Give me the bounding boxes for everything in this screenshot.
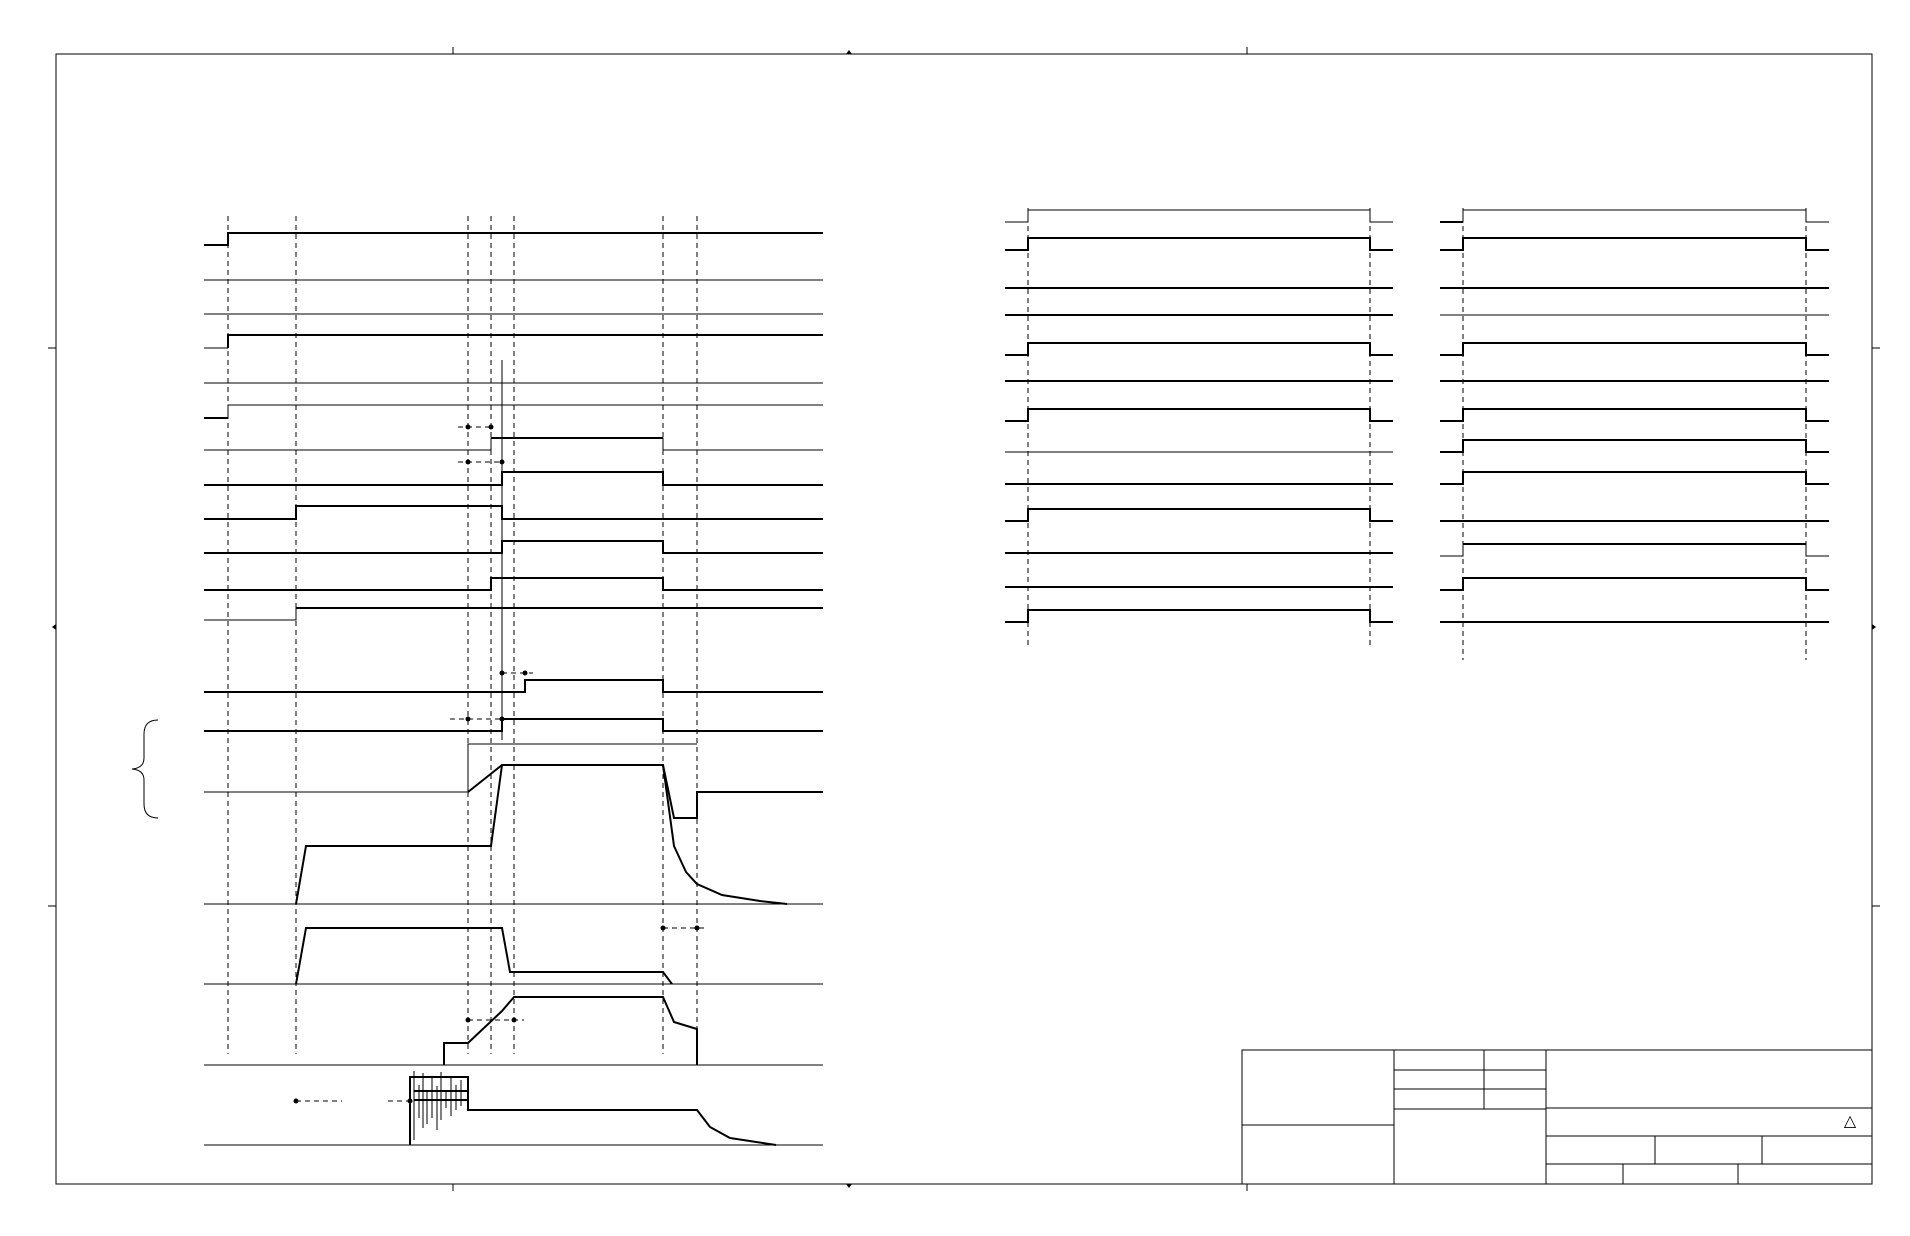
border-rectangle — [56, 54, 1872, 1184]
panel-a-markers — [1028, 208, 1370, 648]
panel-b-trace-12 — [1440, 578, 1829, 590]
dimension-dot — [465, 424, 471, 430]
analog-wave-3 — [444, 997, 697, 1065]
analog-wave-1 — [296, 765, 502, 904]
centering-arrow-bottom — [846, 1184, 852, 1188]
panel-b-trace-2 — [1440, 238, 1829, 250]
centering-marks — [52, 50, 1876, 1188]
title-block-frame — [1242, 1050, 1872, 1184]
analog-wave-1-decay — [663, 765, 787, 904]
signal-traces — [204, 233, 823, 818]
noise-burst — [414, 1071, 468, 1140]
signal-trace-14 — [204, 719, 823, 731]
signal-trace-1 — [204, 233, 823, 245]
dimension-dot — [499, 670, 505, 676]
dimension-dot — [407, 1098, 413, 1104]
signal-trace-8 — [204, 472, 823, 485]
panel-a-trace-5 — [1005, 343, 1393, 355]
dimension-dot — [465, 716, 471, 722]
centering-arrow-left — [52, 624, 56, 630]
dimension-dots — [293, 424, 700, 1104]
analog-waveforms — [204, 765, 823, 1145]
panel-b-markers — [1463, 208, 1806, 660]
revision-triangle: △ — [1844, 1111, 1857, 1130]
right-timing-panel-a — [1005, 208, 1393, 648]
dimension-dot — [488, 424, 494, 430]
panel-a-traces — [1005, 210, 1393, 622]
panel-b-trace-1 — [1440, 210, 1829, 222]
right-timing-panel-b — [1440, 208, 1829, 660]
signal-group-brace — [132, 720, 158, 818]
panel-b-trace-9 — [1440, 472, 1829, 484]
panel-a-trace-1 — [1005, 210, 1393, 222]
dimension-dot — [293, 1098, 299, 1104]
signal-trace-15 — [204, 744, 697, 792]
analog-wave-2 — [296, 928, 672, 984]
drawing-border — [48, 47, 1880, 1191]
dimension-dot — [522, 670, 528, 676]
analog-wave-4 — [410, 1077, 776, 1145]
signal-trace-13 — [204, 680, 823, 692]
dimension-dot — [511, 1017, 517, 1023]
centering-arrow-top — [846, 50, 852, 54]
signal-trace-10 — [204, 541, 823, 553]
timing-markers — [228, 216, 697, 1054]
dimension-dot — [465, 1017, 471, 1023]
centering-arrow-right — [1872, 624, 1876, 630]
panel-b-trace-5 — [1440, 343, 1829, 355]
signal-trace-11 — [204, 578, 823, 590]
panel-a-trace-13 — [1005, 610, 1393, 622]
dimension-dot — [465, 459, 471, 465]
dimension-dot — [499, 716, 505, 722]
signal-trace-4 — [228, 335, 823, 348]
panel-a-trace-2 — [1005, 238, 1393, 250]
title-block: △ — [1242, 1050, 1872, 1184]
panel-b-trace-7 — [1440, 409, 1829, 421]
panel-b-trace-8 — [1440, 440, 1829, 452]
dimension-dot — [499, 459, 505, 465]
panel-a-trace-7 — [1005, 409, 1393, 421]
panel-b-trace-11 — [1440, 544, 1829, 556]
panel-a-trace-10 — [1005, 509, 1393, 521]
dimension-dot — [660, 925, 666, 931]
panel-b-traces — [1440, 210, 1829, 622]
signal-trace-15-pulse — [468, 765, 823, 818]
signal-trace-9 — [204, 506, 823, 519]
dimension-dot — [694, 925, 700, 931]
left-timing-diagram — [132, 216, 823, 1145]
